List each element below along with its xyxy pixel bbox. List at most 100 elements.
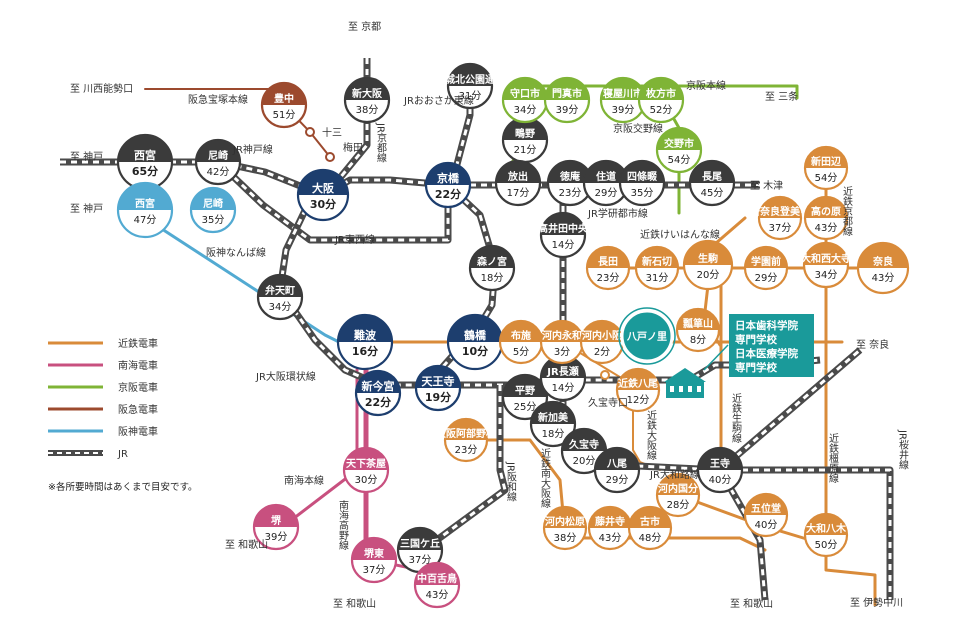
building-window bbox=[688, 386, 692, 392]
station-minutes: 20分 bbox=[573, 455, 596, 467]
station-name: 鶴橋 bbox=[464, 328, 487, 342]
station-cap bbox=[617, 369, 659, 390]
station-name: 放出 bbox=[507, 170, 528, 183]
station-name: 大和西大寺 bbox=[801, 252, 851, 265]
station-name: 長尾 bbox=[702, 171, 722, 183]
stations: 西宮65分尼崎42分大阪30分新大阪38分城北公園通31分京橋22分鴫野21分放… bbox=[116, 62, 910, 609]
station-minutes: 22分 bbox=[365, 395, 391, 409]
line-label: 至 京都 bbox=[348, 20, 381, 33]
station-cap bbox=[805, 147, 847, 168]
station-cap bbox=[352, 538, 396, 560]
station-cap bbox=[684, 241, 732, 265]
station-minutes: 45分 bbox=[701, 187, 724, 199]
jr-to-nara-dash bbox=[719, 348, 861, 472]
station-minutes: 40分 bbox=[709, 474, 732, 486]
station-minutes: 39分 bbox=[265, 531, 288, 543]
building-window bbox=[697, 386, 701, 392]
station-cap bbox=[415, 563, 459, 585]
station-cap bbox=[344, 448, 388, 470]
line-label: 京阪交野線 bbox=[613, 122, 663, 135]
station-minutes: 16分 bbox=[352, 344, 378, 358]
legend-label: 阪神電車 bbox=[118, 425, 158, 438]
station-minutes: 10分 bbox=[462, 344, 488, 358]
station-minutes: 34分 bbox=[514, 104, 537, 116]
school-rect bbox=[729, 314, 814, 377]
station-name: 新大阪 bbox=[352, 87, 383, 100]
station-minutes: 65分 bbox=[132, 164, 158, 178]
station-name: 新石切 bbox=[642, 255, 672, 268]
station-name: 新今宮 bbox=[362, 379, 395, 393]
station-name: 三国ケ丘 bbox=[400, 538, 440, 550]
legend-label: JR bbox=[117, 449, 128, 460]
station-minutes: 39分 bbox=[556, 104, 579, 116]
station-cap bbox=[470, 246, 514, 268]
jr-osakahigashi-dash bbox=[453, 86, 472, 173]
station-cap bbox=[500, 321, 542, 342]
station-cap bbox=[544, 507, 586, 528]
building-roof bbox=[664, 368, 706, 382]
station-cap bbox=[416, 366, 460, 388]
station-minutes: 51分 bbox=[273, 109, 296, 121]
station-name: 古市 bbox=[640, 515, 660, 528]
station-cap bbox=[191, 188, 235, 210]
legend-label: 京阪電車 bbox=[118, 381, 158, 394]
station-name: 近鉄八尾 bbox=[618, 377, 658, 390]
line-label: 至 三条 bbox=[765, 90, 798, 103]
station-cap bbox=[426, 163, 470, 185]
station-cap bbox=[595, 448, 639, 470]
station-cap bbox=[448, 64, 492, 86]
station-node: 難波 16分 bbox=[336, 313, 394, 371]
station-cap bbox=[496, 161, 540, 183]
station-cap bbox=[759, 197, 801, 218]
kintetsu-kashihara bbox=[824, 166, 877, 607]
station-name: 豊中 bbox=[274, 92, 294, 105]
station-cap bbox=[254, 505, 298, 527]
line-label: JR東西線 bbox=[334, 233, 375, 246]
line-label: 至 伊勢中川 bbox=[850, 596, 903, 609]
station-minutes: 50分 bbox=[815, 539, 838, 551]
station-cap bbox=[262, 83, 306, 105]
station-minutes: 22分 bbox=[435, 187, 461, 201]
station-name: 難波 bbox=[354, 328, 377, 342]
target-circle bbox=[620, 309, 674, 363]
line-label-vertical: 近鉄大阪線 bbox=[645, 409, 657, 460]
station-cap bbox=[657, 474, 699, 495]
station-minutes: 43分 bbox=[872, 272, 895, 284]
station-cap bbox=[858, 243, 908, 268]
station-minutes: 34分 bbox=[269, 301, 292, 313]
station-minutes: 52分 bbox=[650, 104, 673, 116]
line-label-vertical: 南海高野線 bbox=[337, 499, 349, 550]
station-cap bbox=[690, 161, 734, 183]
station-cap bbox=[118, 183, 172, 210]
station-cap bbox=[448, 315, 502, 342]
station-cap bbox=[698, 448, 742, 470]
station-name: 河内国分 bbox=[658, 482, 698, 495]
station-minutes: 35分 bbox=[631, 187, 654, 199]
line-label: 至 木津 bbox=[750, 180, 783, 192]
station-cap bbox=[639, 78, 683, 100]
station-cap bbox=[562, 429, 606, 451]
station-name: 新加美 bbox=[538, 411, 569, 424]
